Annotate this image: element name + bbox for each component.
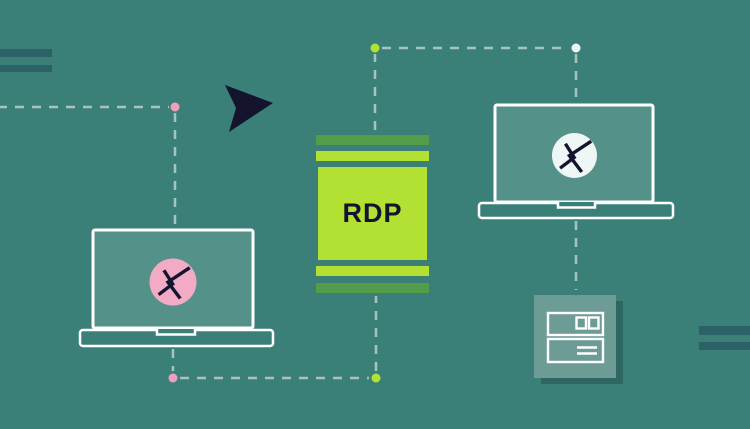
- server-unit-top: [546, 311, 605, 337]
- rdp-badge: RDP: [318, 167, 427, 260]
- pink-node-dot-top: [170, 102, 180, 112]
- rdp-stripe-top-outer: [316, 135, 429, 145]
- server-indicator-square-1: [575, 316, 588, 330]
- laptop-right: [477, 103, 675, 220]
- server-icon: [534, 295, 623, 384]
- rdp-label: RDP: [342, 198, 403, 228]
- laptop-left-hinge-notch: [155, 329, 197, 336]
- decor-bar-top-left-1: [0, 49, 52, 57]
- white-node-dot-top: [571, 43, 581, 53]
- laptop-right-hinge-notch: [556, 202, 597, 209]
- server-tile: [534, 295, 616, 378]
- rdp-stripe-bottom-inner: [316, 266, 429, 276]
- arrow-icon: [225, 85, 273, 132]
- server-indicator-square-2: [587, 316, 600, 330]
- lime-node-dot-bottom: [371, 373, 381, 383]
- rdp-stripe-bottom-outer: [316, 283, 429, 293]
- lime-node-dot-top: [370, 43, 380, 53]
- server-unit-bottom: [546, 337, 605, 364]
- decor-bar-bottom-right-1: [699, 326, 750, 335]
- remote-desktop-logo-icon: [157, 266, 191, 300]
- laptop-left: [78, 228, 275, 348]
- decor-bar-bottom-right-2: [699, 342, 750, 350]
- remote-desktop-logo-icon: [559, 139, 593, 174]
- rdp-stripe-top-inner: [316, 151, 429, 161]
- decor-bar-top-left-2: [0, 65, 52, 72]
- pink-node-dot-bottom: [168, 373, 178, 383]
